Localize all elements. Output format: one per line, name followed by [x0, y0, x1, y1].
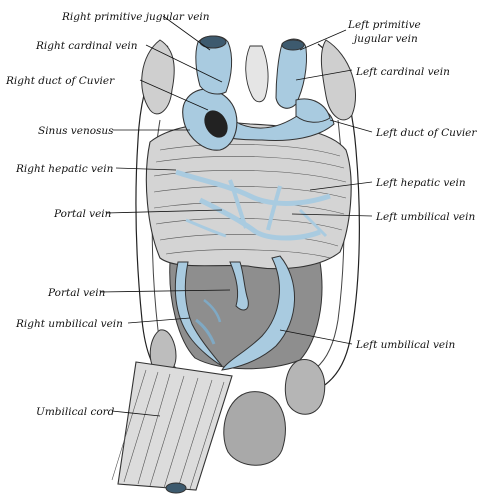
left-duct-of-cuvier — [295, 98, 331, 123]
umbilical-cord-body — [117, 361, 233, 491]
right-duct-lumen — [204, 110, 228, 138]
label-right-hepatic-vein: Right hepatic vein — [15, 163, 114, 175]
leader-lines — [99, 15, 373, 417]
right-jugular-lumen — [199, 35, 227, 49]
label-left-hepatic-vein: Left hepatic vein — [375, 177, 466, 189]
label-left-umbilical-vein-lower: Left umbilical vein — [355, 339, 455, 351]
hepatic-vein-branches — [175, 169, 331, 241]
label-portal-vein-upper: Portal vein — [53, 208, 112, 220]
left-lateral-mass — [141, 39, 175, 115]
label-right-cardinal-vein: Right cardinal vein — [35, 40, 138, 52]
right-bottom-lobe — [223, 391, 286, 466]
label-left-primitive-jugular-vein-line2: jugular vein — [352, 33, 418, 45]
labels: Right primitive jugular vein Right cardi… — [5, 11, 477, 418]
label-right-duct-of-cuvier: Right duct of Cuvier — [5, 75, 115, 87]
umbilical-cord-hatching — [111, 369, 225, 490]
great-veins — [182, 35, 335, 151]
label-left-umbilical-vein-upper: Left umbilical vein — [375, 211, 475, 223]
label-right-primitive-jugular-vein: Right primitive jugular vein — [61, 11, 210, 23]
label-left-primitive-jugular-vein-line1: Left primitive — [347, 19, 421, 31]
left-umbilical-vein — [221, 255, 296, 371]
portal-vein — [229, 261, 249, 311]
central-stalk — [245, 45, 269, 103]
left-jugular-lumen — [281, 39, 305, 51]
liver — [145, 122, 352, 270]
right-umbilical-vein — [174, 261, 223, 367]
label-left-cardinal-vein: Left cardinal vein — [355, 66, 450, 78]
right-lateral-mass — [320, 39, 356, 121]
label-umbilical-cord: Umbilical cord — [36, 406, 115, 418]
umbilical-cord — [111, 361, 233, 494]
umbilical-cord-vessel — [165, 482, 187, 494]
label-portal-vein-lower: Portal vein — [47, 287, 106, 299]
label-right-umbilical-vein: Right umbilical vein — [15, 318, 123, 330]
label-left-duct-of-cuvier: Left duct of Cuvier — [375, 127, 477, 139]
right-lower-lobe — [284, 359, 326, 415]
label-sinus-venosus: Sinus venosus — [38, 125, 114, 137]
lower-veins — [174, 255, 296, 371]
